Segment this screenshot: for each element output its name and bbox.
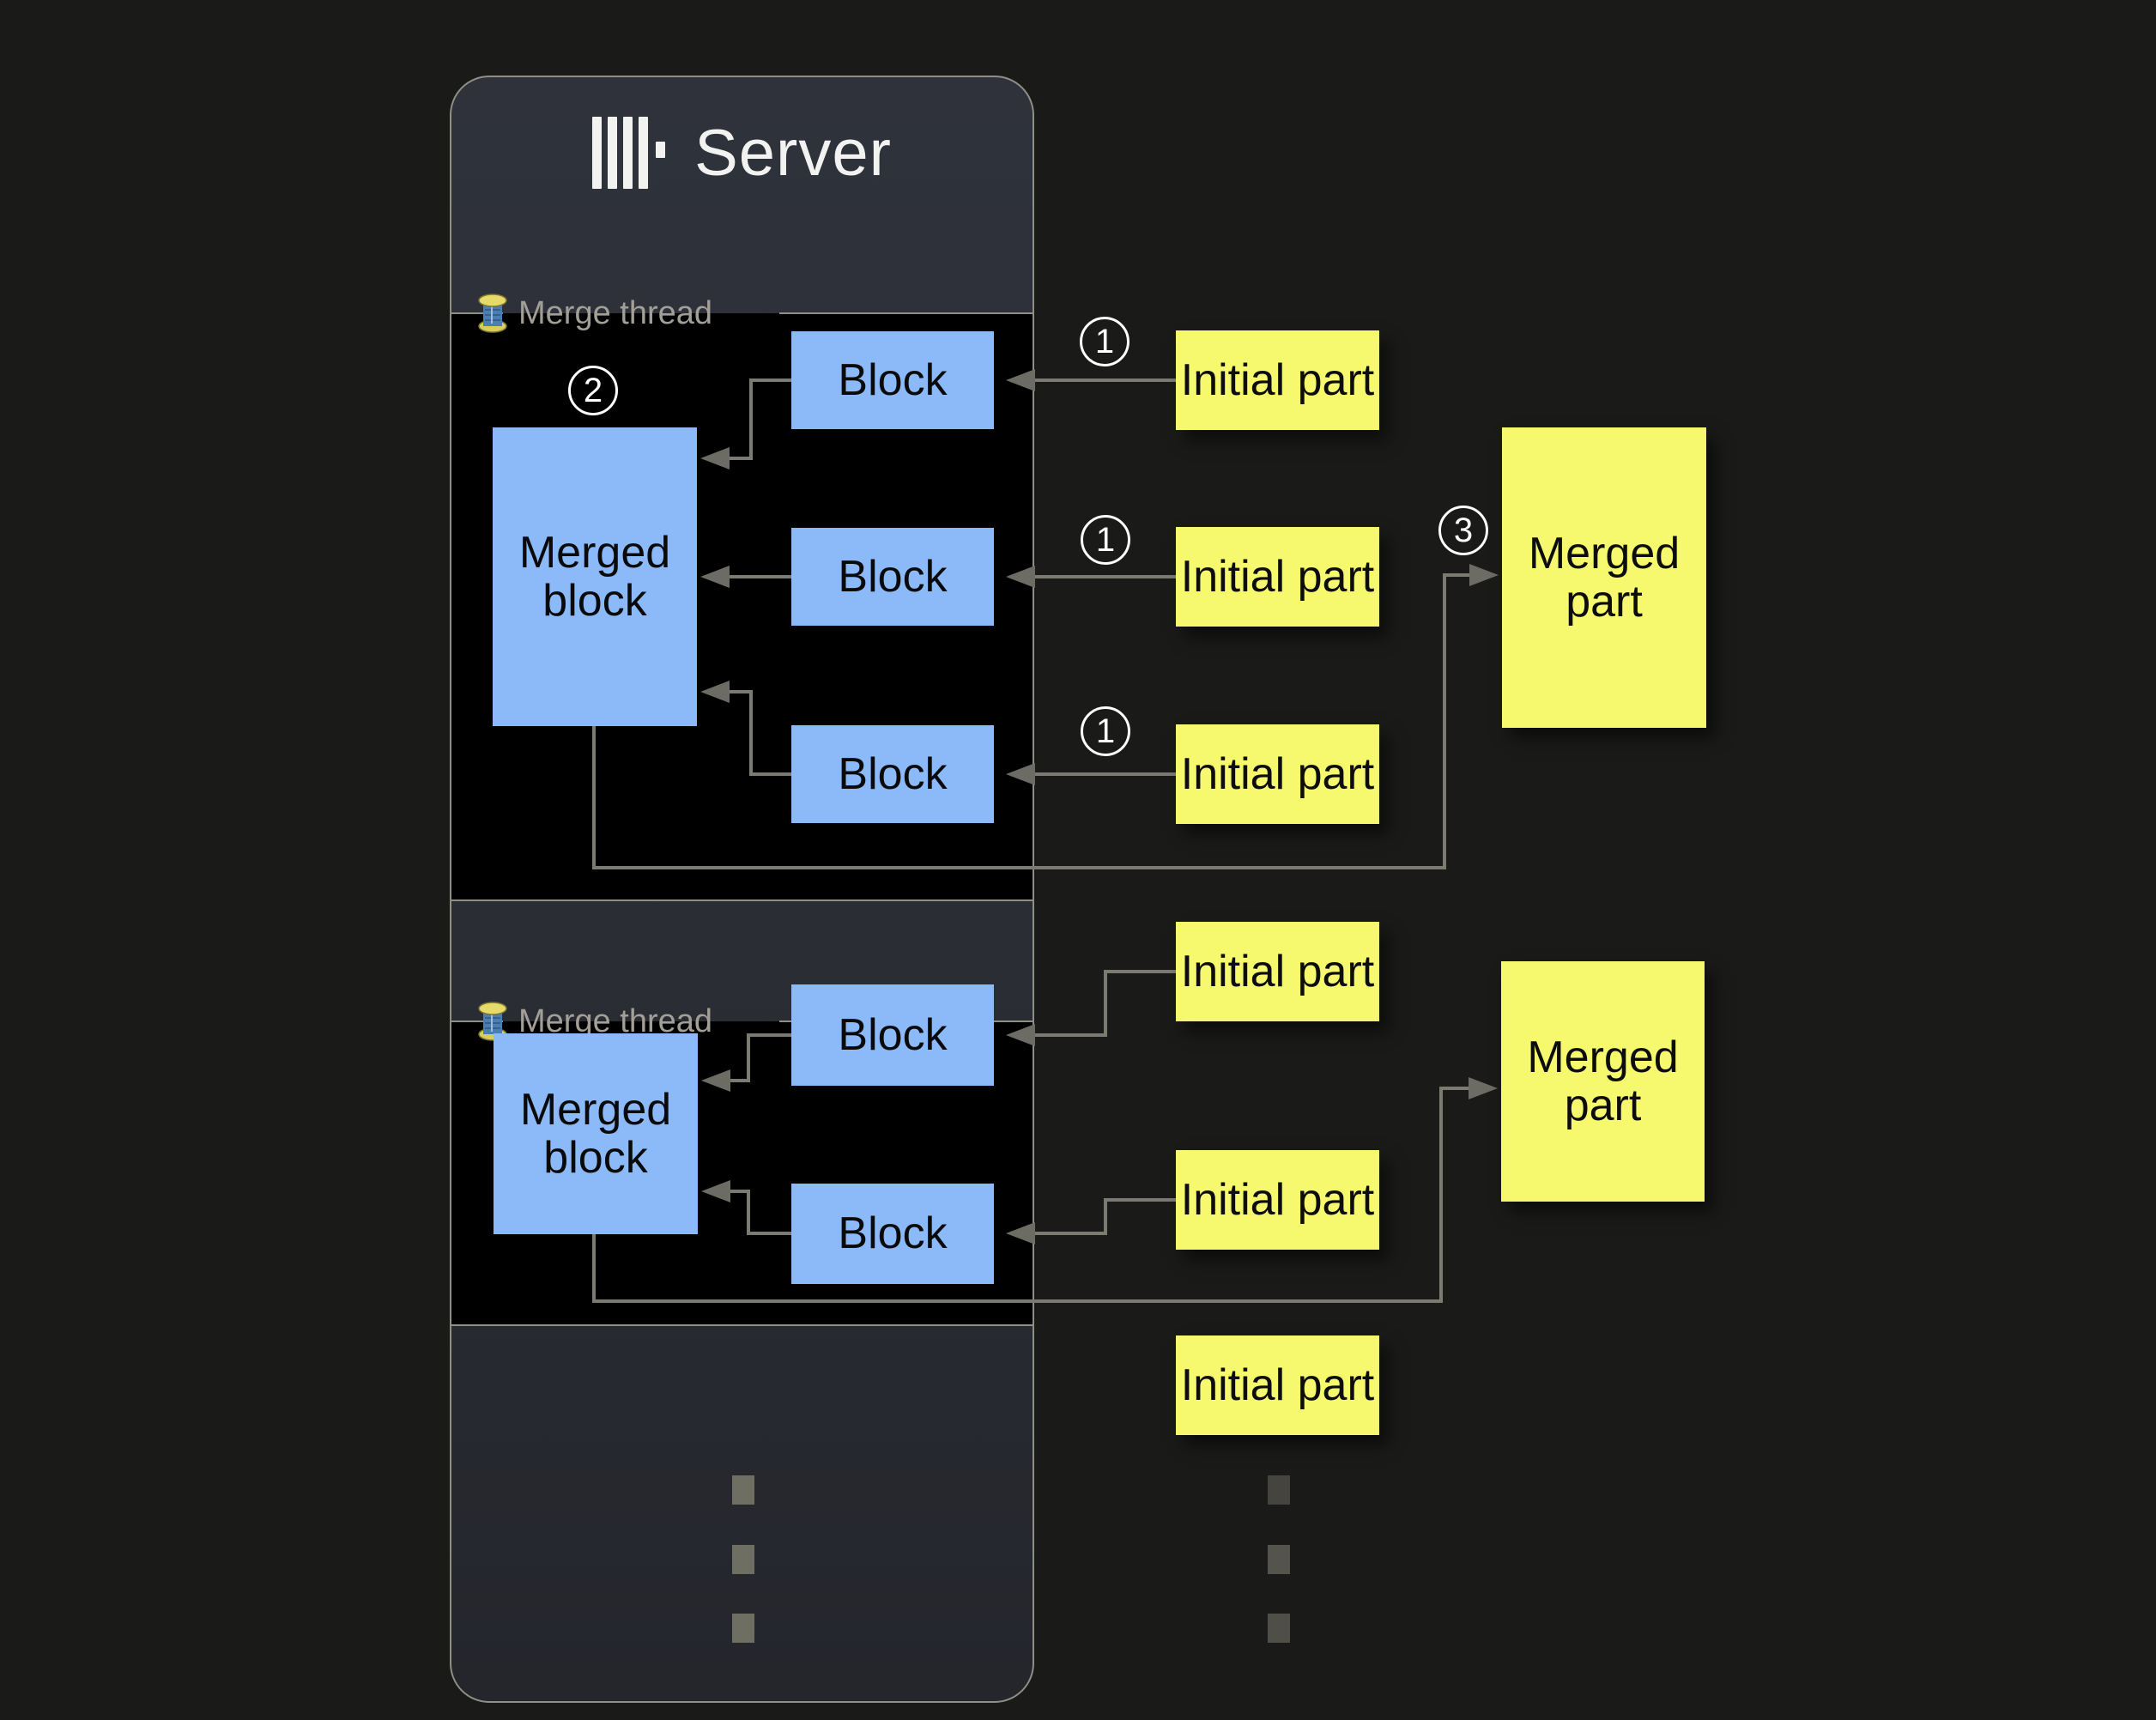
merge-thread-label-text: Merge thread — [518, 1002, 713, 1039]
logo-dot — [656, 141, 666, 158]
server-header: Server — [450, 110, 1034, 196]
step-badge-1: 1 — [1081, 706, 1130, 756]
thread-spool-icon — [478, 294, 507, 333]
step-badge-1: 1 — [1080, 317, 1129, 366]
step-badge-2: 2 — [568, 366, 618, 415]
server-title: Server — [694, 116, 892, 190]
ellipsis-dot — [732, 1545, 754, 1574]
block-1-2: Block — [791, 528, 994, 626]
ellipsis-dot — [732, 1614, 754, 1643]
merge-thread-label-1: Merge thread — [477, 292, 712, 335]
ellipsis-dot — [732, 1475, 754, 1505]
initial-part-4: Initial part — [1176, 922, 1379, 1021]
block-2-1: Block — [791, 984, 994, 1086]
block-1-3: Block — [791, 725, 994, 823]
merge-thread-label-text: Merge thread — [518, 294, 713, 331]
merged-block-1: Merged block — [493, 427, 697, 726]
box2-border-segment — [450, 1020, 503, 1022]
initial-part-2: Initial part — [1176, 527, 1379, 627]
block-1-1: Block — [791, 331, 994, 429]
logo-bar — [608, 117, 618, 189]
merge-thread-label-2: Merge thread — [477, 1000, 712, 1043]
initial-part-3: Initial part — [1176, 724, 1379, 824]
clickhouse-logo-icon — [592, 117, 666, 189]
initial-part-6: Initial part — [1176, 1335, 1379, 1435]
logo-bar — [592, 117, 603, 189]
step-badge-1: 1 — [1081, 515, 1130, 565]
thread-spool-icon — [478, 1002, 507, 1041]
merged-part-2: Merged part — [1501, 961, 1705, 1202]
ellipsis-dot — [1268, 1475, 1290, 1505]
ellipsis-dot — [1268, 1614, 1290, 1643]
logo-bar — [623, 117, 633, 189]
merged-block-2: Merged block — [494, 1033, 698, 1234]
logo-bar — [639, 117, 649, 189]
merged-part-1: Merged part — [1502, 427, 1706, 728]
ellipsis-dot — [1268, 1545, 1290, 1574]
initial-part-5: Initial part — [1176, 1150, 1379, 1250]
initial-part-1: Initial part — [1176, 330, 1379, 430]
step-badge-3: 3 — [1438, 506, 1488, 555]
block-2-2: Block — [791, 1184, 994, 1284]
box1-border-segment — [779, 312, 1034, 314]
box1-border-segment — [450, 312, 503, 314]
